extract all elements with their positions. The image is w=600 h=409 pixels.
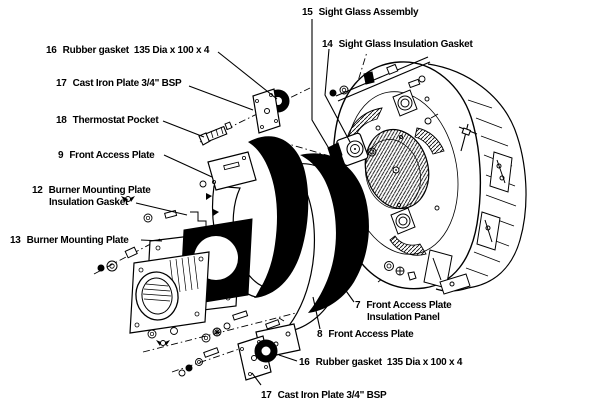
leader-7 [343, 287, 355, 303]
leader-9 [163, 154, 213, 178]
door-sight-ports [390, 89, 418, 235]
bore-hatching [142, 283, 172, 302]
sight-glass-assembly [321, 132, 369, 169]
tube-bolt [329, 89, 337, 97]
leader-17-bottom [251, 372, 262, 386]
leader-13 [140, 239, 163, 242]
sight-glass-clamp [327, 142, 343, 161]
leader-14 [324, 48, 351, 143]
axis-line [171, 345, 249, 373]
top-plate-assembly [198, 88, 290, 146]
star-washer [212, 327, 222, 337]
door-port-bolt [424, 113, 439, 125]
leader-12 [135, 202, 188, 216]
sight-glass-tube [329, 56, 431, 102]
insulation-panel-7 [300, 153, 369, 313]
cylinder-bore [141, 277, 173, 315]
door-back-rim [427, 63, 527, 292]
axis-line [142, 311, 301, 353]
leader-lines [135, 19, 355, 386]
front-access-plate-9 [190, 151, 263, 298]
wing-nut [156, 340, 170, 346]
door-handle [458, 123, 478, 152]
burner-mounting-group [129, 218, 253, 334]
fasteners [97, 75, 426, 346]
door-bottom-bracket [423, 249, 471, 295]
insulation-panel-inner [248, 136, 309, 298]
bottom-assembly-screws [178, 317, 285, 377]
tube-fitting [386, 63, 399, 75]
plate-9-flange [207, 151, 257, 191]
leader-18 [162, 120, 205, 138]
door-centre-bore [365, 139, 421, 209]
boiler-door-drawing [332, 61, 527, 295]
break-line [190, 211, 207, 229]
thermostat-pocket [198, 121, 233, 146]
leader-8 [312, 296, 321, 330]
bottom-plate-assembly [178, 317, 285, 381]
star-washer [395, 266, 405, 276]
leader-15 [311, 19, 332, 153]
wing-nut [121, 196, 135, 202]
door-hinge-brackets [476, 151, 513, 251]
tube-washer [339, 85, 349, 95]
leader-17-top [188, 85, 254, 111]
leader-16-bottom [278, 354, 298, 362]
door-bolt-holes [359, 96, 440, 211]
leader-16-top [217, 51, 278, 100]
tube-nut [363, 71, 375, 85]
axis-line [93, 238, 161, 275]
